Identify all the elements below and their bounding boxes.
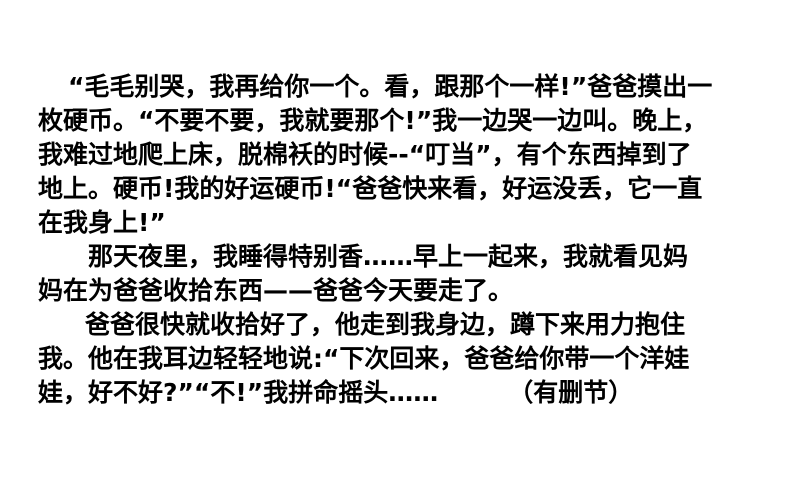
passage-line-10-text: 娃，好不好?”“不!”我拼命摇头…… <box>38 378 439 407</box>
story-passage: “毛毛别哭，我再给你一个。看，跟那个一样!”爸爸摸出一 枚硬币。“不要不要，我就… <box>38 70 750 410</box>
passage-line-6: 那天夜里，我睡得特别香……早上一起来，我就看见妈 <box>88 242 689 271</box>
abridged-note: （有删节） <box>508 378 634 407</box>
passage-line-7: 妈在为爸爸收拾东西——爸爸今天要走了。 <box>38 276 514 305</box>
passage-line-9: 我。他在我耳边轻轻地说:“下次回来，爸爸给你带一个洋娃 <box>38 344 690 373</box>
passage-line-5: 在我身上!” <box>38 208 166 237</box>
passage-line-3: 我难过地爬上床，脱棉袄的时候--“叮当”，有个东西掉到了 <box>38 140 692 169</box>
passage-line-4: 地上。硬币!我的好运硬币!“爸爸快来看，好运没丢，它一直 <box>38 174 703 203</box>
passage-line-1: “毛毛别哭，我再给你一个。看，跟那个一样!”爸爸摸出一 <box>68 72 713 101</box>
passage-line-2: 枚硬币。“不要不要，我就要那个!”我一边哭一边叫。晚上， <box>38 106 708 135</box>
passage-line-8: 爸爸很快就收拾好了，他走到我身边，蹲下来用力抱住 <box>85 310 686 339</box>
passage-line-10: 娃，好不好?”“不!”我拼命摇头…… （有删节） <box>38 376 750 410</box>
